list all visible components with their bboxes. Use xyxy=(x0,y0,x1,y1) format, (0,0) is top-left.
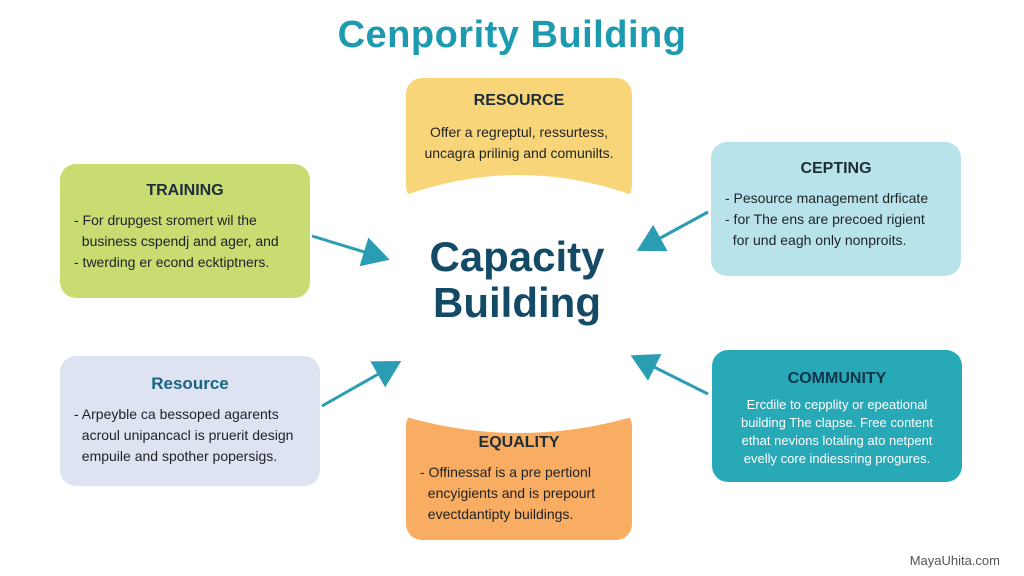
resource-top-title: RESOURCE xyxy=(473,92,565,109)
list-item: - Pesource management drficate xyxy=(725,190,929,206)
arrow-cepting xyxy=(636,210,709,252)
footer-watermark: MayaUhita.com xyxy=(909,553,1000,568)
arrow-resource-bottom xyxy=(321,361,402,408)
list-item: - twerding er econd ecktiptners. xyxy=(74,254,270,270)
arrow-training xyxy=(311,234,390,267)
list-item: business cspendj and ager, and xyxy=(74,233,279,249)
resource-top-box: RESOURCE Offer a regreptul, ressurtess, … xyxy=(406,78,632,203)
list-item: ethat nevions lotaling ato netpent xyxy=(741,433,933,448)
center-label: Capacity Building xyxy=(392,234,642,326)
list-item: Offer a regreptul, ressurtess, xyxy=(430,124,608,140)
community-title: COMMUNITY xyxy=(787,370,887,387)
list-item: - Arpeyble ca bessoped agarents xyxy=(74,406,279,422)
equality-title: EQUALITY xyxy=(478,434,560,451)
equality-wave xyxy=(406,409,632,433)
equality-box: EQUALITY - Offinessaf is a pre pertionl … xyxy=(406,409,632,540)
training-box: TRAINING - For drupgest sromert wil the … xyxy=(60,164,310,298)
list-item: - For drupgest sromert wil the xyxy=(74,212,257,228)
equality-list: - Offinessaf is a pre pertionl encyigien… xyxy=(420,462,618,525)
list-item: encyigients and is prepourt xyxy=(420,485,596,501)
list-item: building The clapse. Free content xyxy=(741,415,933,430)
list-item: Ercdile to cepplity or epeational xyxy=(746,397,928,412)
list-item: evectdantipty buildings. xyxy=(420,506,574,522)
list-item: - for The ens are precoed rigient xyxy=(725,211,925,227)
diagram-title: Cenpority Building xyxy=(337,14,687,56)
cepting-list: - Pesource management drficate - for The… xyxy=(725,188,947,251)
resource-bottom-title: Resource xyxy=(151,374,229,393)
list-item: - Offinessaf is a pre pertionl xyxy=(420,464,591,480)
resource-top-list: Offer a regreptul, ressurtess, uncagra p… xyxy=(420,122,618,164)
training-list: - For drupgest sromert wil the business … xyxy=(74,210,296,273)
resource-bottom-list: - Arpeyble ca bessoped agarents acroul u… xyxy=(74,404,306,467)
list-item: evelly core indiessring progures. xyxy=(743,451,931,466)
list-item: uncagra prilinig and comunilts. xyxy=(424,145,614,161)
resource-top-wave xyxy=(406,175,632,203)
arrow-community xyxy=(630,353,709,396)
community-box: COMMUNITY Ercdile to cepplity or epeatio… xyxy=(712,350,962,482)
community-list: Ercdile to cepplity or epeational buildi… xyxy=(726,396,948,468)
training-title: TRAINING xyxy=(146,182,224,199)
list-item: acroul unipancacl is pruerit design xyxy=(74,427,294,443)
resource-bottom-box: Resource - Arpeyble ca bessoped agarents… xyxy=(60,356,320,486)
cepting-title: CEPTING xyxy=(800,160,872,177)
center-line-2: Building xyxy=(433,279,601,326)
cepting-box: CEPTING - Pesource management drficate -… xyxy=(711,142,961,276)
center-line-1: Capacity xyxy=(429,233,605,280)
list-item: for und eagh only nonproits. xyxy=(725,232,907,248)
list-item: empuile and spother popersigs. xyxy=(74,448,278,464)
